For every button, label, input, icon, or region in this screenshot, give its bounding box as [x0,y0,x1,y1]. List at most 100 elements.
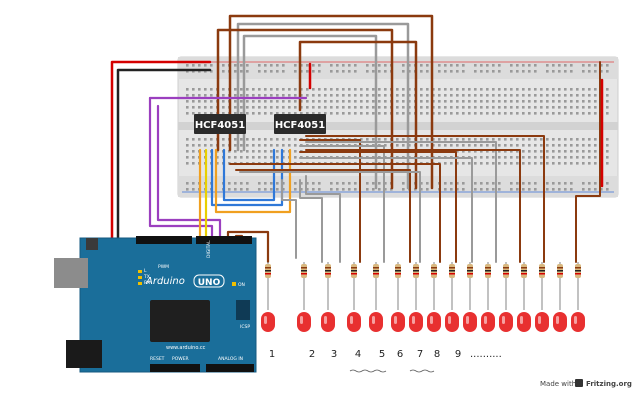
reset-button [86,238,98,250]
label-tx: TX [143,274,150,280]
led-unit [321,262,335,332]
led-label-6: 6 [397,349,403,360]
led [321,312,335,332]
led-labels: 1 2 3 4 5 6 7 8 9 .......... [269,349,502,373]
chip-1: HCF4051 [194,114,246,134]
led-unit [445,262,459,332]
wire-brown-top-2 [216,28,394,190]
power-jack [66,340,102,368]
led [517,312,531,332]
header-analog: ANALOG IN [218,356,243,362]
led-label-8: 8 [434,349,440,360]
led-unit [297,262,311,332]
wire-gray-led-1 [281,179,297,259]
led [347,312,361,332]
wire-gray-led-2 [299,179,323,263]
label-icsp: ICSP [240,324,250,330]
wire-fan-5 [229,163,441,263]
breadboard [177,56,619,198]
chip-2-label: HCF4051 [275,120,325,131]
led-unit [499,262,513,332]
led-label-dots: .......... [470,349,502,360]
wire-fan-4 [299,157,473,263]
led-unit [409,262,423,332]
usb-port [54,258,88,288]
wire-fan-9 [235,169,411,263]
chip-1-label: HCF4051 [195,120,245,131]
led [553,312,567,332]
header-digital: DIGITAL [206,240,212,258]
arduino-board: Arduino UNO www.arduino.cc DIGITAL PWM P… [54,236,257,373]
board-site: www.arduino.cc [166,345,206,351]
label-l: L [144,268,147,274]
fritzing-credit: Made with Fritzing.org [540,379,632,388]
wire-blue [210,148,284,207]
header-power: POWER [172,356,189,362]
digital-header-a [196,236,252,244]
fritzing-logo-icon [575,379,583,387]
led-unit [571,262,585,332]
led [409,312,423,332]
led-label-4: 4 [355,349,361,360]
led [481,312,495,332]
led-label-9: 9 [455,349,461,360]
led-unit [347,262,361,332]
led [369,312,383,332]
led-label-7: 7 [417,349,423,360]
wire-orange-2 [214,148,292,214]
chip-2: HCF4051 [274,114,326,134]
led-unit [369,262,383,332]
led [445,312,459,332]
wavy-underline-2 [409,369,435,373]
wire-brown-right [575,61,601,263]
wire-fan-3 [299,151,457,263]
led-label-3: 3 [331,349,337,360]
led-unit [391,262,405,332]
digital-header-b [136,236,192,244]
led-unit [535,262,549,332]
wire-brown-top-3 [298,40,418,190]
wire-purple-2 [156,104,222,240]
led-unit [261,262,275,332]
mcu-chip [150,300,210,342]
wire-fan-10 [239,171,421,263]
led [535,312,549,332]
led [427,312,441,332]
wire-blue-2 [222,148,276,202]
label-rx: RX [144,280,150,286]
led-label-1: 1 [269,349,275,360]
wire-brown-pin-a [226,230,270,264]
led-unit [463,262,477,332]
led-unit [553,262,567,332]
led-label-2: 2 [309,349,315,360]
wavy-underline-1 [349,369,387,373]
wire-fan-2 [299,145,385,263]
wire-brown-top [228,14,434,190]
power-header [150,364,200,372]
wire-gray-top-2 [242,34,378,190]
led-unit [481,262,495,332]
wire-fan-6 [305,141,497,263]
led [261,312,275,332]
credit-prefix: Made with [540,380,576,388]
led-array [261,262,585,332]
led-label-5: 5 [379,349,385,360]
board-brand: Arduino [145,276,185,287]
led [463,312,477,332]
led-unit [517,262,531,332]
icsp-header [236,300,250,320]
label-on: ON [238,282,245,288]
led [499,312,513,332]
led [391,312,405,332]
wire-fan-8 [305,135,545,263]
wire-gray-top [236,22,410,190]
led-unit [427,262,441,332]
wire-fan-7 [305,149,521,263]
wire-gray-led-3 [305,175,341,263]
led [571,312,585,332]
wire-fan-1 [299,139,361,263]
analog-header [206,364,254,372]
label-reset: RESET [150,356,165,362]
header-pwm: PWM [158,264,169,270]
